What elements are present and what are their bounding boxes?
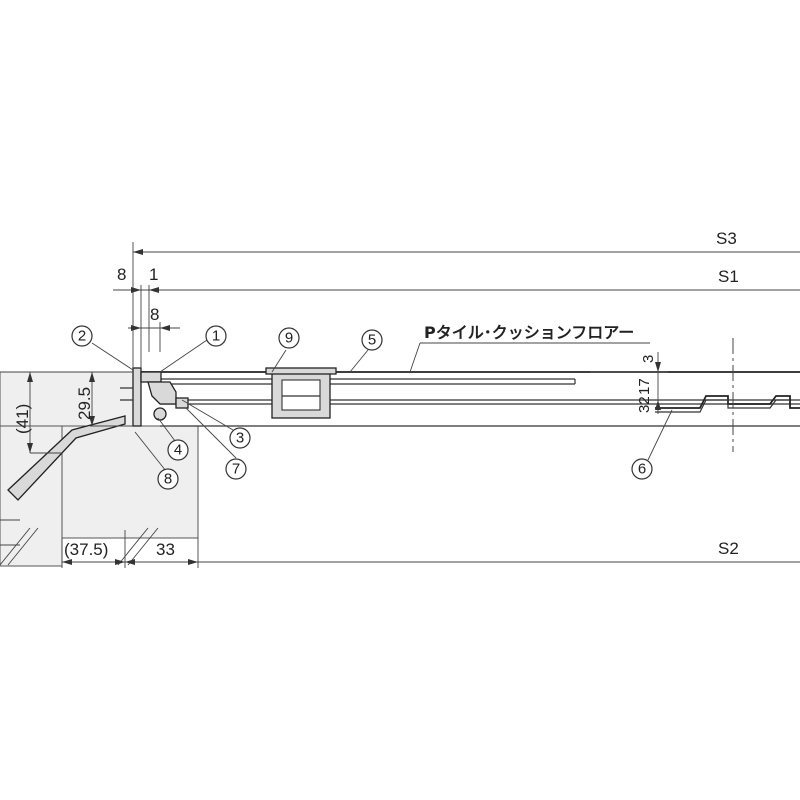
dimension-lines [27,249,800,565]
edge-frame [120,367,189,427]
dim-left-41: (41) [13,404,32,434]
dim-s1: S1 [718,267,739,286]
dim-h-17: 17 [636,378,653,395]
callout-4-label: 4 [174,442,182,459]
callout-9: 9 [278,327,300,349]
callout-5-label: 5 [368,332,376,349]
dim-h-3: 3 [640,355,657,363]
callout-7-label: 7 [232,461,240,478]
callout-2: 2 [71,325,93,347]
callout-6: 6 [631,458,653,480]
callout-8-label: 8 [164,471,172,488]
callout-4: 4 [167,439,189,461]
dim-h-32: 32 [636,396,653,413]
channel-profile [655,395,800,413]
dim-bottom-37-5: (37.5) [64,540,108,559]
dim-top-8: 8 [117,265,126,284]
callout-1: 1 [205,325,227,347]
callout-3: 3 [229,427,251,449]
callout-8: 8 [157,468,179,490]
anchor-strap [7,415,126,501]
hatching [0,519,159,566]
dim-s3: S3 [716,229,737,248]
callout-1-label: 1 [212,328,220,345]
connector-box [265,367,337,419]
leader-lines [91,339,673,472]
callout-5: 5 [361,329,383,351]
callout-6-label: 6 [638,461,646,478]
floor-plate [133,371,800,427]
dim-bottom-33: 33 [156,540,175,559]
callout-7: 7 [225,458,247,480]
dim-top-1: 1 [149,265,158,284]
dim-s2: S2 [718,539,739,558]
extension-lines [30,242,668,568]
callout-2-label: 2 [78,328,86,345]
dim-left-29-5: 29.5 [75,387,94,420]
callout-3-label: 3 [236,430,244,447]
callout-9-label: 9 [285,330,293,347]
floor-material-note: Pタイル･クッションフロアー [424,323,634,342]
dim-mid-8: 8 [150,305,159,324]
